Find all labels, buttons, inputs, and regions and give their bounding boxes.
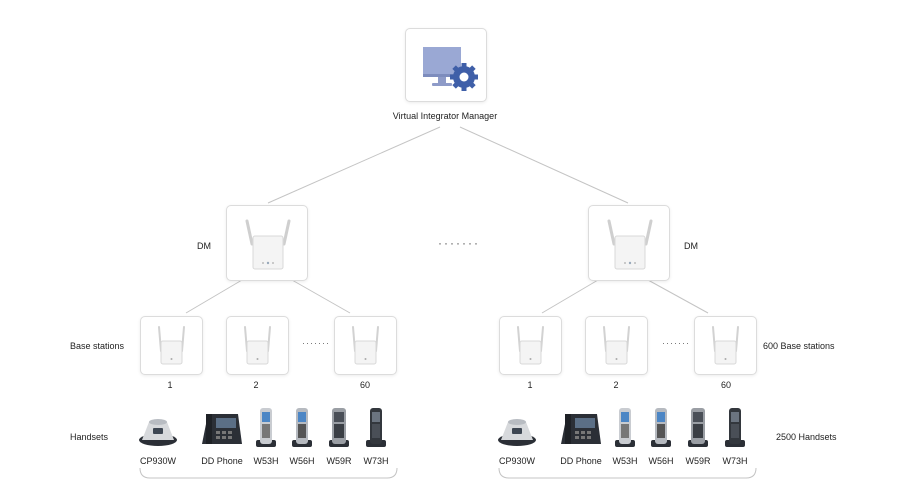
- cp930w-phone-icon: [498, 419, 536, 446]
- handset-cp930w-left: [136, 406, 180, 455]
- w56h-phone-icon: [292, 408, 312, 447]
- handset-w56h-left: [286, 406, 318, 455]
- link-dm-right-bs1: [541, 279, 599, 314]
- handset-w73h-right: [719, 406, 751, 455]
- handsets-label-right: 2500 Handsets: [776, 432, 837, 442]
- handset-model-label: W56H: [289, 456, 315, 466]
- handset-w59r-right: [682, 406, 714, 455]
- router-antenna-icon: [245, 219, 291, 270]
- handset-model-label: W53H: [253, 456, 279, 466]
- base-stations-label-right: 600 Base stations: [763, 341, 835, 351]
- handset-model-label: W59R: [326, 456, 352, 466]
- base-stations-label-left: Base stations: [70, 341, 125, 351]
- link-dm-left-bs60: [291, 279, 351, 314]
- vim-box: [405, 28, 487, 102]
- handset-bracket-right: [498, 467, 757, 479]
- base-number-left-1: 1: [167, 380, 173, 390]
- dm-label-right: DM: [684, 241, 698, 251]
- handset-model-label: W59R: [685, 456, 711, 466]
- dd-phone-phone-icon: [561, 414, 601, 444]
- base-station-box-left-60: [334, 316, 397, 375]
- handset-model-label: CP930W: [498, 456, 535, 466]
- base-station-icon: [158, 326, 185, 365]
- w59r-phone-icon: [329, 408, 349, 447]
- handset-bracket-left: [139, 467, 398, 479]
- link-vim-dm-right: [459, 126, 629, 204]
- base-station-icon: [712, 326, 739, 365]
- w73h-phone-icon: [725, 408, 745, 447]
- handset-model-label: W56H: [648, 456, 674, 466]
- base-station-icon: [352, 326, 379, 365]
- base-number-right-2: 2: [613, 380, 619, 390]
- base-station-icon: [517, 326, 544, 365]
- dm-ellipsis: ·······: [438, 236, 480, 250]
- base-ellipsis-right: ·······: [662, 338, 690, 348]
- handset-model-label: W73H: [363, 456, 389, 466]
- base-station-box-left-1: [140, 316, 203, 375]
- base-station-box-right-2: [585, 316, 648, 375]
- handset-model-label: CP930W: [139, 456, 176, 466]
- handset-model-label: W73H: [722, 456, 748, 466]
- w73h-phone-icon: [366, 408, 386, 447]
- dd-phone-phone-icon: [202, 414, 242, 444]
- handset-w56h-right: [645, 406, 677, 455]
- base-number-left-2: 2: [253, 380, 259, 390]
- w53h-phone-icon: [615, 408, 635, 447]
- handset-model-label: DD Phone: [201, 456, 243, 466]
- w56h-phone-icon: [651, 408, 671, 447]
- link-vim-dm-left: [267, 126, 441, 204]
- base-number-right-1: 1: [527, 380, 533, 390]
- handset-cp930w-right: [495, 406, 539, 455]
- handset-model-label: DD Phone: [560, 456, 602, 466]
- handset-w53h-left: [250, 406, 282, 455]
- dm-box-left: [226, 205, 308, 281]
- handset-w59r-left: [323, 406, 355, 455]
- handset-w53h-right: [609, 406, 641, 455]
- base-number-left-60: 60: [359, 380, 370, 390]
- base-station-box-left-2: [226, 316, 289, 375]
- base-number-right-60: 60: [720, 380, 731, 390]
- w53h-phone-icon: [256, 408, 276, 447]
- w59r-phone-icon: [688, 408, 708, 447]
- link-dm-left-bs1: [185, 279, 243, 314]
- handsets-label-left: Handsets: [70, 432, 109, 442]
- link-dm-right-bs60: [647, 279, 709, 314]
- vim-label: Virtual Integrator Manager: [392, 111, 498, 121]
- base-station-box-right-60: [694, 316, 757, 375]
- handset-dd-phone-left: [198, 406, 246, 455]
- router-antenna-icon: [607, 219, 653, 270]
- base-ellipsis-left: ·······: [302, 338, 330, 348]
- base-station-box-right-1: [499, 316, 562, 375]
- cp930w-phone-icon: [139, 419, 177, 446]
- dm-label-left: DM: [197, 241, 211, 251]
- handset-model-label: W53H: [612, 456, 638, 466]
- handset-w73h-left: [360, 406, 392, 455]
- handset-dd-phone-right: [557, 406, 605, 455]
- base-station-icon: [603, 326, 630, 365]
- dm-box-right: [588, 205, 670, 281]
- base-station-icon: [244, 326, 271, 365]
- monitor-gear-icon: [423, 47, 478, 91]
